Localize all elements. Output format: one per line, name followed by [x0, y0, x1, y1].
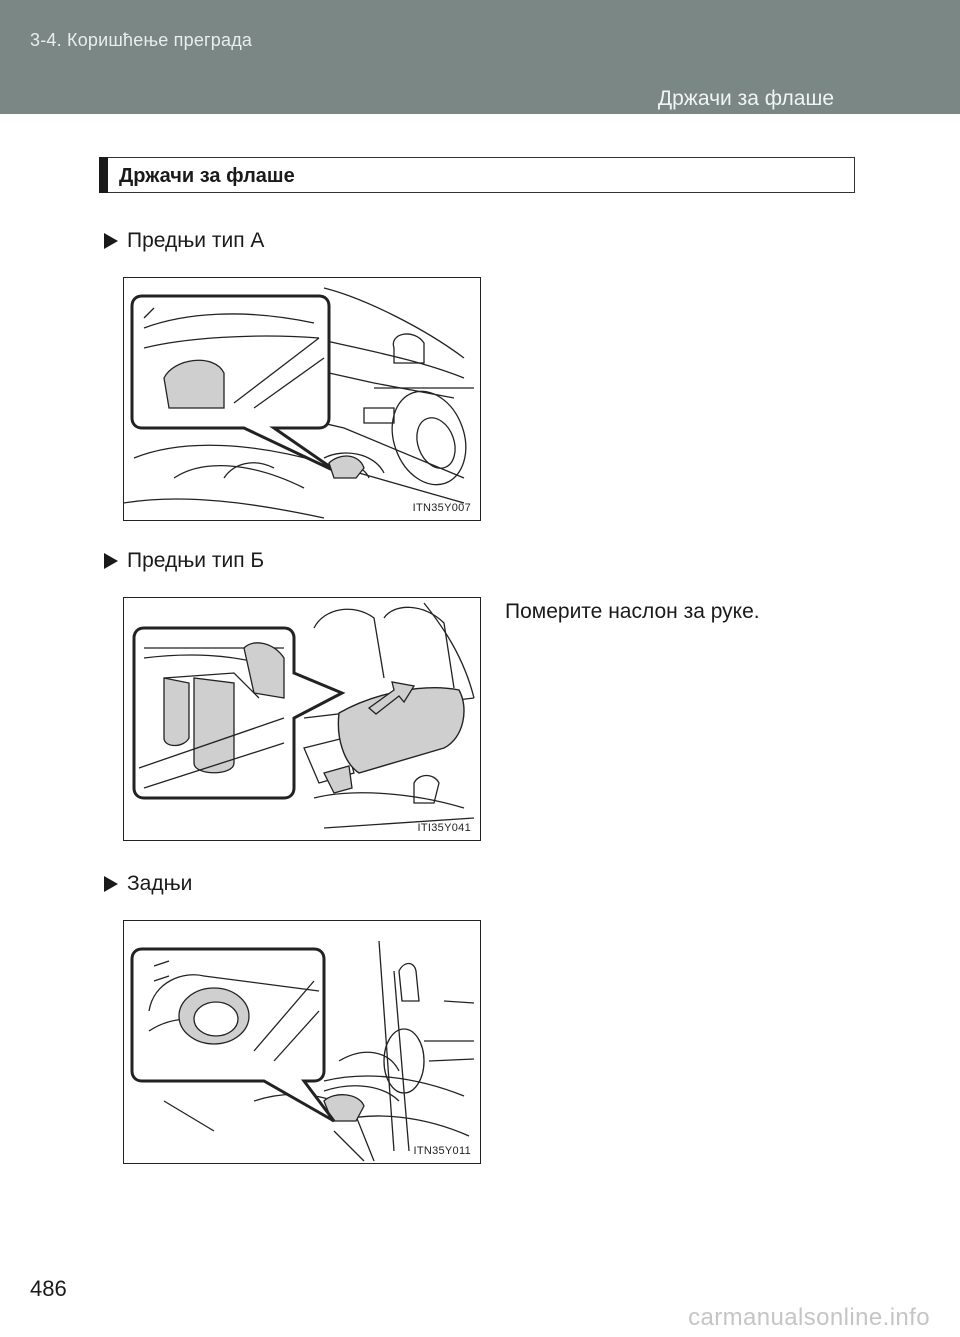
cup-holder-front-a-illustration: [124, 287, 474, 519]
item-label: Предњи тип Б: [127, 549, 265, 572]
bullet-triangle-icon: [104, 553, 118, 569]
list-item-front-type-b: Предњи тип Б: [104, 549, 264, 573]
armrest-note: Померите наслон за руке.: [505, 600, 760, 623]
title-accent-bar: [99, 157, 108, 193]
bullet-triangle-icon: [104, 876, 118, 892]
chapter-title: 3-4. Коришћење преграда: [30, 30, 253, 50]
figure-front-type-a: ITN35Y007: [123, 277, 481, 521]
topic-title-box: Држачи за флаше: [99, 157, 855, 193]
topic-title: Држачи за флаше: [119, 165, 295, 187]
page-number: 486: [30, 1276, 67, 1301]
item-label: Предњи тип А: [127, 229, 265, 252]
watermark: carmanualsonline.info: [688, 1304, 930, 1331]
section-title: Држачи за флаше: [657, 87, 834, 110]
list-item-front-type-a: Предњи тип А: [104, 229, 264, 253]
cup-holder-front-b-illustration: [132, 602, 475, 829]
figure-code: ITN35Y011: [413, 1145, 471, 1157]
list-item-rear: Задњи: [104, 872, 192, 896]
figure-front-type-b: ITI35Y041: [123, 597, 481, 841]
item-label: Задњи: [127, 872, 193, 895]
cup-holder-rear-illustration: [130, 940, 475, 1162]
page-header: 3-4. Коришћење преграда Држачи за флаше: [0, 0, 960, 114]
figure-code: ITN35Y007: [412, 502, 471, 514]
figure-code: ITI35Y041: [417, 822, 471, 834]
bullet-triangle-icon: [104, 233, 118, 249]
figure-rear: ITN35Y011: [123, 920, 481, 1164]
